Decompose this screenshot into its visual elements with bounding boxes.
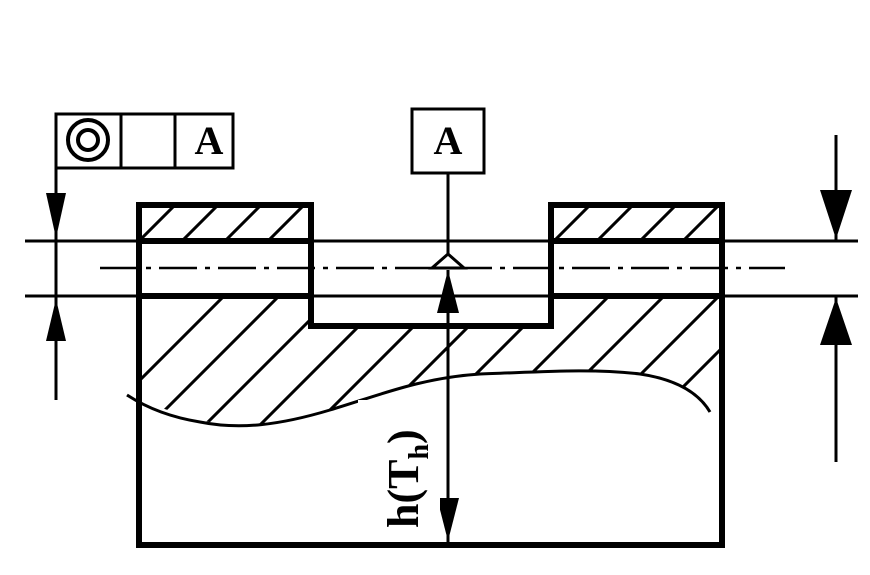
height-label-main: h(T <box>379 460 428 528</box>
break-line <box>126 369 712 428</box>
datum-triangle-icon <box>428 252 468 270</box>
height-arrow-down-icon <box>437 498 459 541</box>
height-label: h(Th) <box>379 429 435 528</box>
height-arrow-up-icon <box>437 270 459 313</box>
tolerance-frame: A <box>54 112 235 170</box>
tolerance-datum-ref: A <box>195 118 224 163</box>
tolerance-arrow-up-icon <box>46 299 66 341</box>
datum-feature-symbol: A <box>410 107 486 270</box>
height-label-close: ) <box>379 429 428 444</box>
height-label-bg <box>358 400 440 530</box>
part-outline <box>136 202 725 548</box>
right-arrow-up-icon <box>820 298 852 345</box>
hatch-left-top <box>139 205 311 241</box>
datum-label: A <box>434 118 463 163</box>
tolerance-arrow-down-icon <box>46 193 66 238</box>
right-arrow-down-icon <box>820 190 852 239</box>
svg-text:h(Th): h(Th) <box>379 429 435 528</box>
hatch-right-top <box>551 205 722 241</box>
concentricity-icon <box>66 118 110 162</box>
height-label-subscript: h <box>404 444 435 460</box>
